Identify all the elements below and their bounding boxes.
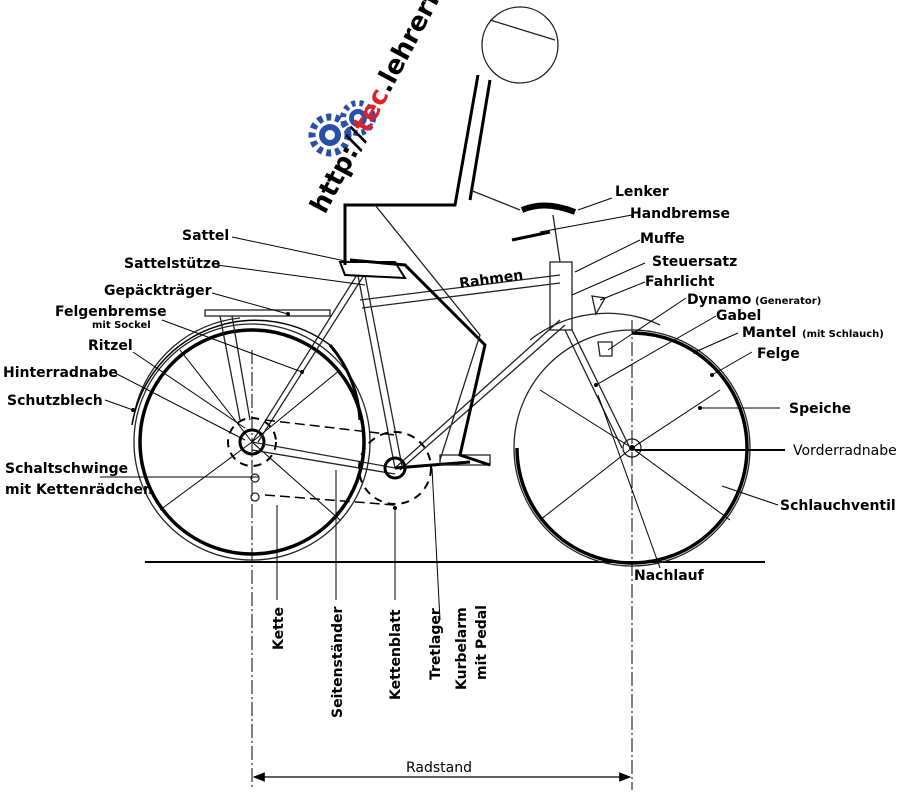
label-schlauchventil: Schlauchventil: [780, 498, 896, 514]
label-gabel: Gabel: [716, 308, 761, 324]
label-handbremse: Handbremse: [630, 206, 730, 222]
label-schutzblech: Schutzblech: [7, 393, 103, 409]
label-seitenstaender: Seitenständer: [330, 607, 346, 718]
label-felgenbremse: Felgenbremse: [55, 304, 167, 320]
label-kette: Kette: [271, 607, 287, 650]
label-felge: Felge: [757, 346, 800, 362]
label-kurbelarm-sub: mit Pedal: [474, 605, 490, 680]
label-vorderradnabe: Vorderradnabe: [793, 443, 897, 459]
label-hinterradnabe: Hinterradnabe: [3, 365, 118, 381]
gear-icon: [308, 100, 376, 157]
label-fahrlicht: Fahrlicht: [645, 274, 715, 290]
frame: [204, 202, 631, 621]
label-speiche: Speiche: [789, 401, 851, 417]
label-muffe: Muffe: [640, 231, 685, 247]
label-dynamo-sub: (Generator): [755, 296, 821, 307]
label-schaltschwinge-sub: mit Kettenrädchen: [5, 482, 153, 498]
label-sattel: Sattel: [182, 228, 229, 244]
label-kurbelarm: Kurbelarm: [454, 607, 470, 690]
label-nachlauf: Nachlauf: [634, 568, 705, 584]
label-mantel-sub: (mit Schlauch): [802, 329, 884, 340]
watermark-logo: http://tec.lehrerfreund.de: [305, 0, 509, 218]
label-schaltschwinge: Schaltschwinge: [5, 461, 128, 477]
label-felgenbremse-sub: mit Sockel: [92, 320, 151, 331]
label-kettenblatt: Kettenblatt: [388, 609, 404, 700]
label-ritzel: Ritzel: [88, 338, 133, 354]
label-tretlager: Tretlager: [428, 608, 444, 680]
label-steuersatz: Steuersatz: [652, 254, 737, 270]
label-sattelstuetze: Sattelstütze: [124, 256, 221, 272]
watermark-url: http://tec.lehrerfreund.de: [305, 0, 509, 218]
label-radstand: Radstand: [406, 760, 472, 776]
label-mantel: Mantel: [742, 325, 796, 341]
rider-figure: [343, 6, 559, 467]
label-dynamo: Dynamo: [687, 292, 752, 308]
label-lenker: Lenker: [615, 184, 669, 200]
leader-lines: [100, 197, 785, 600]
label-gepaecktraeger: Gepäckträger: [104, 283, 212, 299]
rear-wheel: [131, 317, 371, 561]
front-wheel: [513, 312, 751, 567]
